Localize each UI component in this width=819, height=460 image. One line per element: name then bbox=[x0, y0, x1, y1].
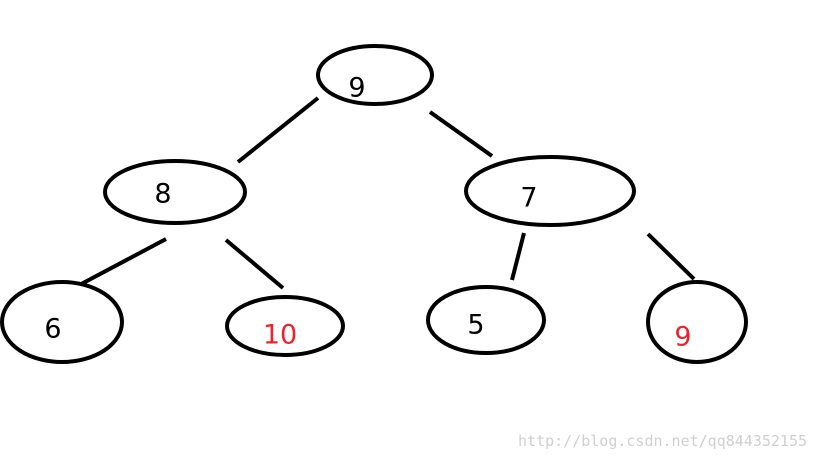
tree-node-left-left: 6 bbox=[0, 280, 124, 364]
node-label-right-right: 9 bbox=[674, 322, 691, 353]
node-label-left: 8 bbox=[154, 179, 171, 210]
tree-node-right-left: 5 bbox=[426, 285, 546, 355]
edge-left-leftright bbox=[224, 238, 285, 290]
node-label-right: 7 bbox=[520, 183, 537, 214]
node-label-left-right: 10 bbox=[263, 320, 297, 351]
tree-node-right-right: 9 bbox=[646, 280, 748, 364]
tree-node-right: 7 bbox=[464, 155, 636, 227]
edge-root-right bbox=[428, 110, 494, 158]
edge-right-rightright bbox=[646, 232, 696, 281]
tree-node-left-right: 10 bbox=[225, 295, 345, 357]
node-label-root: 9 bbox=[348, 73, 365, 104]
node-label-right-left: 5 bbox=[467, 310, 484, 341]
edge-root-left bbox=[236, 96, 320, 164]
tree-node-left: 8 bbox=[103, 159, 247, 225]
tree-node-root: 9 bbox=[316, 44, 434, 106]
edge-left-leftleft bbox=[69, 237, 167, 292]
edge-right-rightleft bbox=[510, 232, 526, 281]
watermark-url: http://blog.csdn.net/qq844352155 bbox=[518, 432, 807, 450]
node-label-left-left: 6 bbox=[44, 314, 61, 345]
